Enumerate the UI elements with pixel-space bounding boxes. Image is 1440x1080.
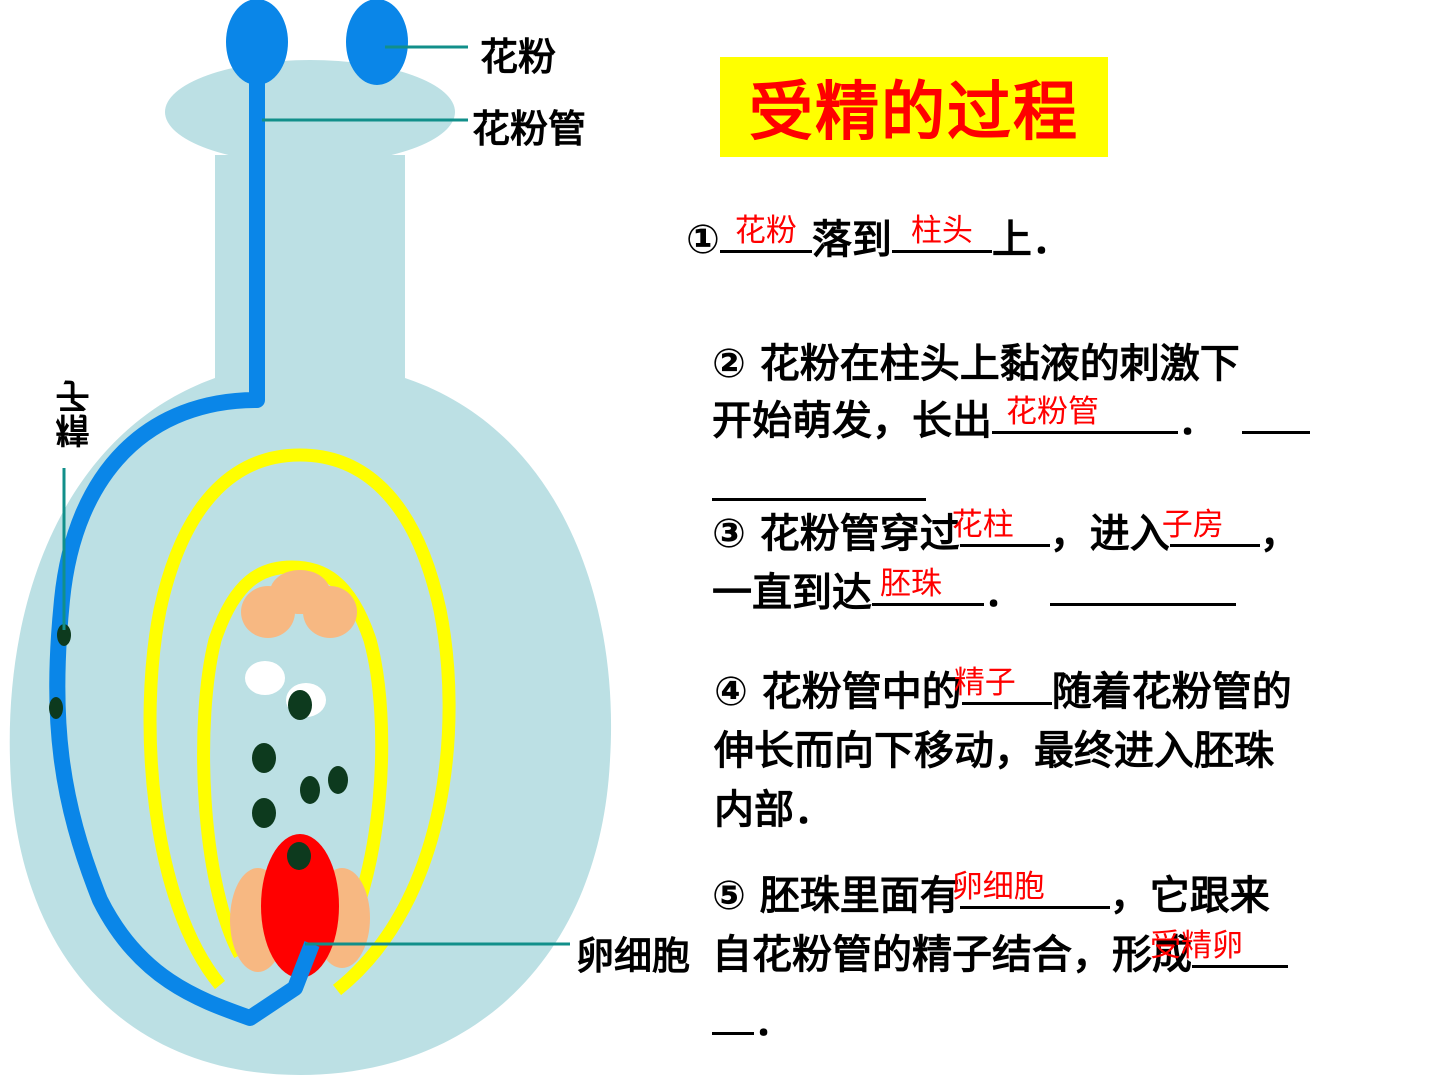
sperm-cell [49, 697, 63, 719]
answer: 花粉管 [1006, 394, 1099, 430]
blank: 胚珠 [872, 566, 984, 606]
step-4-line-3: 内部． [714, 787, 834, 833]
pollen-tube [49, 82, 320, 1026]
label-sperm: 精子 [49, 380, 89, 448]
pollen-grain [226, 0, 288, 85]
step-3-end: ． [984, 570, 1024, 616]
step-2-text: 开始萌发，长出 [712, 398, 992, 444]
stigma [165, 60, 455, 164]
blank: 花粉 [719, 213, 812, 253]
egg-nucleus [287, 842, 311, 870]
pointer-lines [62, 45, 570, 946]
blank: 花粉管 [992, 394, 1178, 434]
step-3-text: ③ 花粉管穿过 [712, 511, 960, 557]
step-5-line-1: ⑤ 胚珠里面有卵细胞 ，它跟来 [712, 868, 1270, 924]
step-5-line-3: ． [712, 994, 794, 1050]
step-5-end: ． [754, 999, 794, 1045]
label-egg-cell: 卵细胞 [576, 934, 691, 978]
step-1-end: 上． [991, 217, 1072, 263]
step-3-text: ，进入 [1049, 511, 1170, 557]
blank [1049, 569, 1236, 606]
answer: 胚珠 [880, 566, 942, 602]
blank: 子房 [1162, 508, 1260, 547]
inner-integument [197, 560, 389, 966]
egg-cell [261, 834, 339, 978]
answer: 卵细胞 [951, 869, 1045, 905]
blank: 花柱 [952, 508, 1050, 547]
step-2-end: ． [1178, 398, 1218, 444]
label-pollen-tube: 花粉管 [472, 107, 587, 151]
blank: 精子 [954, 666, 1052, 705]
pollen-grain [346, 0, 408, 85]
step-3-text: ， [1259, 511, 1300, 557]
label-pollen: 花粉 [480, 35, 557, 79]
step-4-line-2: 伸长而向下移动，最终进入胚珠 [714, 728, 1274, 774]
step-2-line-1: ② 花粉在柱头上黏液的刺激下 [712, 341, 1240, 387]
step-3-text: 一直到达 [712, 570, 872, 616]
blank: 卵细胞 [952, 870, 1110, 909]
blank: 柱头 [891, 213, 992, 253]
blank [1241, 397, 1310, 434]
answer: 花粉 [734, 213, 797, 249]
answer: 精子 [953, 665, 1016, 701]
blank: 受精卵 [1150, 929, 1288, 968]
blank [712, 998, 754, 1035]
blank [712, 464, 926, 501]
polar-vacuole [245, 661, 285, 695]
page-title: 受精的过程 [720, 57, 1108, 157]
answer: 柱头 [910, 213, 973, 249]
step-1-num: ① [686, 217, 720, 263]
step-4-text: 随着花粉管的 [1051, 669, 1292, 715]
step-5-text: ⑤ 胚珠里面有 [712, 873, 960, 919]
step-3-line-1: ③ 花粉管穿过花柱 ，进入子房 ， [712, 506, 1300, 562]
step-2-line-2: 开始萌发，长出花粉管 ． [712, 393, 1310, 449]
step-5-line-2: 自花粉管的精子结合，形成受精卵 [712, 927, 1288, 983]
step-5-text: 自花粉管的精子结合，形成 [712, 932, 1192, 978]
step-1-mid: 落到 [811, 217, 892, 263]
sperm-cell [57, 624, 71, 646]
step-1: ① 花粉落到柱头上． [686, 212, 1072, 268]
step-4-line-1: ④ 花粉管中的精子随着花粉管的 [714, 664, 1292, 720]
outer-integument [143, 448, 456, 996]
answer: 受精卵 [1150, 928, 1243, 964]
answer: 花柱 [951, 507, 1014, 543]
answer: 子房 [1161, 507, 1224, 543]
step-3-line-2: 一直到达胚珠 ． [712, 565, 1236, 621]
antipodal-cells [241, 570, 357, 638]
step-5-text: ，它跟来 [1109, 873, 1270, 919]
nuclei [252, 690, 348, 828]
step-4-text: ④ 花粉管中的 [714, 669, 962, 715]
